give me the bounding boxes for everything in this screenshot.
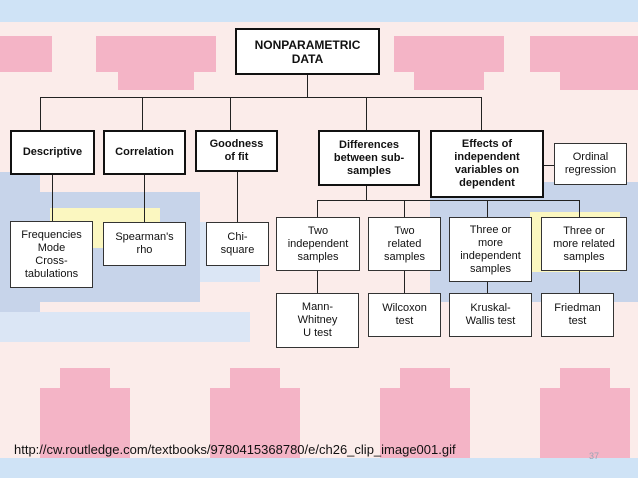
wilcoxon-node: Wilcoxon test xyxy=(368,293,441,337)
connector-line xyxy=(230,97,231,130)
pattern-shape xyxy=(380,388,470,458)
connector-line xyxy=(579,200,580,217)
connector-line xyxy=(404,271,405,293)
pattern-shape xyxy=(210,388,300,458)
pattern-shape xyxy=(0,312,250,342)
two-related-samples-node: Two related samples xyxy=(368,217,441,271)
connector-line xyxy=(487,200,488,217)
two-independent-samples-node: Two independent samples xyxy=(276,217,360,271)
top-band xyxy=(0,0,638,22)
pattern-shape xyxy=(560,368,610,388)
connector-line xyxy=(543,165,554,166)
pattern-shape xyxy=(400,368,450,388)
pattern-shape xyxy=(414,72,484,90)
connector-line xyxy=(487,282,488,293)
bottom-band xyxy=(0,458,638,478)
connector-line xyxy=(366,186,367,200)
chi-square-node: Chi- square xyxy=(206,222,269,266)
pattern-shape xyxy=(230,368,280,388)
connector-line xyxy=(317,200,318,217)
root-node: NONPARAMETRIC DATA xyxy=(235,28,380,75)
connector-line xyxy=(317,271,318,293)
pattern-shape xyxy=(0,36,52,72)
connector-line xyxy=(579,271,580,293)
connector-line xyxy=(404,200,405,217)
source-url: http://cw.routledge.com/textbooks/978041… xyxy=(14,442,456,457)
connector-line xyxy=(40,97,41,130)
category-effects: Effects of independent variables on depe… xyxy=(430,130,544,198)
connector-line xyxy=(366,97,367,130)
page-number: 37 xyxy=(589,451,600,461)
three-independent-samples-node: Three or more independent samples xyxy=(449,217,532,282)
category-goodness-of-fit: Goodness of fit xyxy=(195,130,278,172)
descriptive-items-node: Frequencies Mode Cross- tabulations xyxy=(10,221,93,288)
pattern-shape xyxy=(394,36,504,72)
ordinal-regression-node: Ordinal regression xyxy=(554,143,627,185)
pattern-shape xyxy=(96,36,216,72)
kruskal-wallis-node: Kruskal- Wallis test xyxy=(449,293,532,337)
connector-line xyxy=(307,75,308,97)
connector-line xyxy=(142,97,143,130)
three-related-samples-node: Three or more related samples xyxy=(541,217,627,271)
connector-line xyxy=(237,172,238,222)
connector-line xyxy=(317,200,580,201)
connector-line xyxy=(481,97,482,130)
pattern-shape xyxy=(40,388,130,458)
mann-whitney-node: Mann- Whitney U test xyxy=(276,293,359,348)
pattern-shape xyxy=(118,72,194,90)
spearman-node: Spearman's rho xyxy=(103,222,186,266)
pattern-shape xyxy=(560,72,638,90)
pattern-shape xyxy=(60,368,110,388)
pattern-shape xyxy=(540,388,630,458)
connector-line xyxy=(52,175,53,221)
friedman-node: Friedman test xyxy=(541,293,614,337)
connector-line xyxy=(144,175,145,222)
connector-line xyxy=(40,97,482,98)
category-descriptive: Descriptive xyxy=(10,130,95,175)
pattern-shape xyxy=(530,36,638,72)
category-differences: Differences between sub- samples xyxy=(318,130,420,186)
category-correlation: Correlation xyxy=(103,130,186,175)
